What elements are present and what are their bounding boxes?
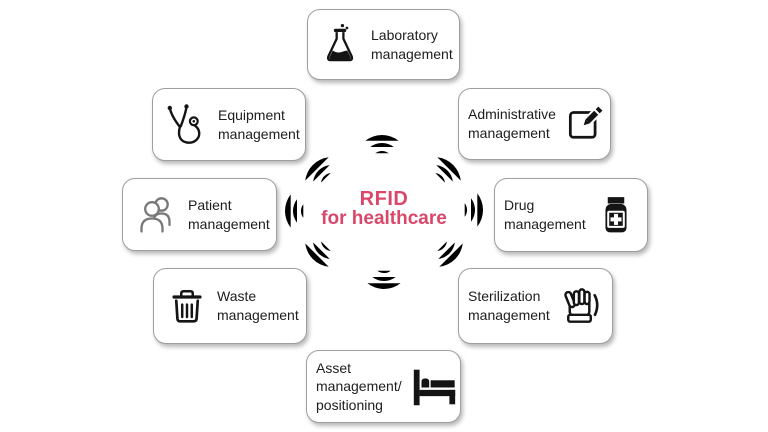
medicine-bottle-icon: [605, 197, 627, 233]
center-label: RFID for healthcare: [284, 189, 484, 229]
signal-wave-icon: [367, 270, 401, 290]
signal-wave-icon: [428, 153, 465, 190]
rfid-title: RFID: [359, 188, 409, 210]
signal-wave-icon: [365, 134, 399, 154]
signal-wave-icon: [301, 234, 338, 271]
edit-icon: [568, 106, 603, 139]
glove-icon: [563, 287, 599, 323]
flask-icon: [326, 23, 354, 61]
rfid-subtitle: for healthcare: [321, 208, 447, 229]
signal-wave-icon: [430, 234, 467, 271]
trash-icon: [172, 289, 202, 323]
signal-wave-icon: [301, 153, 338, 190]
stethoscope-icon: [167, 103, 201, 144]
bed-icon: [413, 369, 455, 405]
patients-icon: [140, 196, 171, 233]
